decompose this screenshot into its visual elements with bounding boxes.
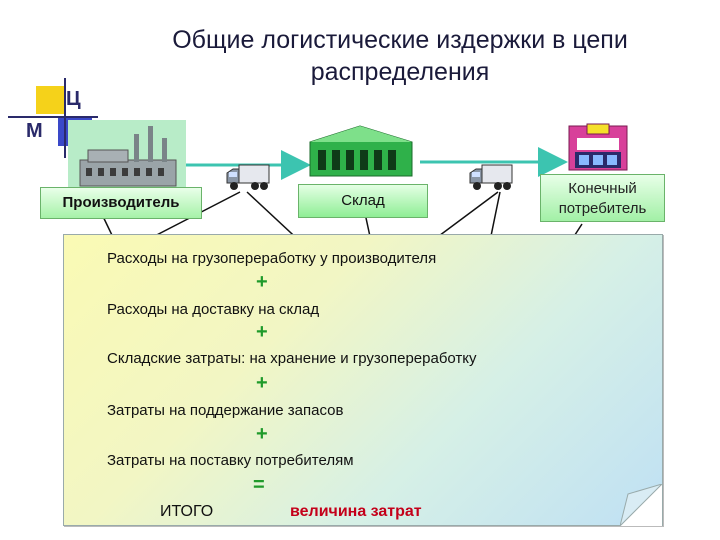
plus-sign-2: +: [256, 321, 268, 343]
cost-item-2: Расходы на доставку на склад: [107, 301, 320, 318]
plus-sign-1: +: [256, 271, 268, 293]
cost-item-1: Расходы на грузопереработку у производит…: [107, 250, 437, 267]
logo-letter-ts: Ц: [66, 88, 81, 110]
factory-illustration: [68, 120, 186, 188]
producer-box: Производитель: [40, 187, 202, 219]
logo-yellow-square: [36, 86, 66, 114]
plus-sign-4: +: [256, 423, 268, 445]
plus-sign-3: +: [256, 372, 268, 394]
logo-horizontal-line: [8, 116, 98, 118]
page-title: Общие логистические издержки в цепи расп…: [172, 26, 628, 86]
total-label: ИТОГО: [160, 503, 214, 520]
logo-letter-m: М: [26, 120, 43, 142]
equals-sign: =: [253, 474, 265, 496]
truck-icon-2: [468, 163, 514, 198]
warehouse-box: Склад: [298, 184, 428, 218]
cost-item-3: Складские затраты: на хранение и грузопе…: [107, 350, 477, 367]
panel-folded-corner: [620, 484, 662, 526]
consumer-label-line2: потребитель: [558, 200, 647, 217]
consumer-label-line1: Конечный: [568, 180, 637, 197]
warehouse-illustration: [300, 122, 420, 180]
logo-vertical-line: [64, 78, 66, 158]
cost-item-4: Затраты на поддержание запасов: [107, 402, 344, 419]
consumer-box: Конечный потребитель: [540, 174, 665, 222]
cost-panel: [63, 234, 663, 526]
truck-icon-1: [225, 163, 271, 198]
store-illustration: [565, 122, 631, 172]
cost-item-5: Затраты на поставку потребителям: [107, 452, 354, 469]
total-value: величина затрат: [290, 503, 422, 520]
